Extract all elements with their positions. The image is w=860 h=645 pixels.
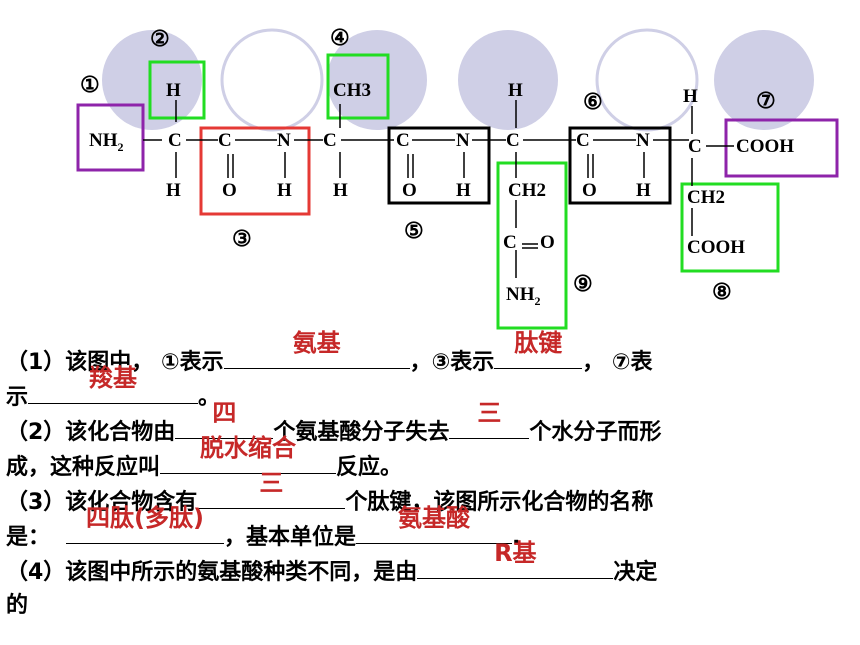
carboxyl-group-box (724, 118, 839, 178)
atom-h: H (683, 86, 698, 107)
atom-o: O (540, 232, 555, 253)
answer-blank: 三 (197, 469, 346, 509)
atom-c: C (218, 130, 232, 151)
answer-text: 氨基 (292, 329, 341, 357)
atom-c: C (396, 130, 410, 151)
label-5: ⑤ (404, 218, 424, 243)
label-1: ① (80, 72, 100, 97)
side-chain-ch2: CH2 (508, 180, 546, 201)
atom-h: H (166, 80, 181, 101)
question-2-line-2: 成，这种反应叫脱水缩合反应。 (6, 434, 403, 480)
label-7: ⑦ (756, 88, 776, 113)
atom-c: C (168, 130, 182, 151)
question-3-line-2: 是：四肽(多肽)，基本单位是氨基酸. (6, 504, 521, 550)
atom-c: C (503, 232, 517, 253)
atom-h: H (456, 180, 471, 201)
r-group-circle-4 (458, 30, 558, 130)
answer-blank: 四肽(多肽) (66, 504, 225, 544)
carboxyl-cooh: COOH (736, 136, 794, 157)
answer-blank: 羧基 (28, 364, 199, 404)
answer-text: 四肽(多肽) (86, 504, 204, 532)
atom-h: H (333, 180, 348, 201)
atom-c: C (323, 130, 337, 151)
label-2: ② (150, 26, 170, 51)
side-chain-cooh: COOH (687, 237, 745, 258)
label-4: ④ (330, 25, 350, 50)
r-group-box-3 (496, 161, 568, 330)
atom-h: H (636, 180, 651, 201)
answer-text: 氨基酸 (398, 504, 471, 532)
answer-blank: 氨基 (223, 329, 410, 369)
atom-c: C (576, 130, 590, 151)
answer-blank: 氨基酸 (356, 504, 513, 544)
answer-text: 四 (212, 399, 237, 427)
label-6: ⑥ (583, 89, 603, 114)
answer-blank: 四 (175, 399, 274, 439)
circled-number-labels: ① ② ③ ④ ⑤ ⑥ ⑦ ⑧ ⑨ (80, 25, 776, 304)
side-chain-nh2-text: NH2 (506, 284, 541, 308)
atom-o: O (402, 180, 417, 201)
atom-c: C (688, 136, 702, 157)
bond-lines (143, 100, 734, 278)
question-1-line-1: （1）该图中， ①表示氨基，③表示肽键， ⑦表 (6, 329, 653, 375)
side-chain-ch3: CH3 (333, 80, 371, 101)
atom-o: O (222, 180, 237, 201)
atom-n: N (636, 130, 650, 151)
answer-blank: 肽键 (494, 329, 583, 369)
answer-text: 三 (477, 399, 502, 427)
label-3: ③ (232, 226, 252, 251)
question-3-line-1: （3）该化合物含有三个肽键，该图所示化合物的名称 (6, 469, 654, 515)
side-chain-ch2: CH2 (687, 187, 725, 208)
answer-text: 肽键 (514, 329, 563, 357)
atom-h: H (166, 180, 181, 201)
answer-text: 三 (259, 469, 284, 497)
atom-labels: NH2 H C H C O N H CH3 C H C O N H H C CH… (89, 80, 794, 308)
r-group-circle-5 (595, 28, 699, 132)
atom-n: N (456, 130, 470, 151)
peptide-bond-box-3 (568, 126, 672, 205)
r-group-box-2 (326, 53, 390, 120)
polypeptide-structure-diagram: NH2 H C H C O N H CH3 C H C O N H H C CH… (76, 25, 839, 330)
peptide-bond-box-2 (387, 126, 491, 205)
question-1-line-2: 示羧基。 (6, 364, 221, 410)
amino-group-box (76, 103, 145, 172)
answer-blank: 脱水缩合 (160, 434, 337, 474)
r-group-box-1 (148, 60, 206, 120)
label-8: ⑧ (712, 279, 732, 304)
answer-text: 羧基 (89, 364, 138, 392)
r-group-box-4 (680, 182, 780, 273)
atom-c: C (506, 130, 520, 151)
atom-h: H (277, 180, 292, 201)
answer-text: 脱水缩合 (200, 434, 297, 462)
r-group-circle-6 (714, 30, 814, 130)
atom-h: H (508, 80, 523, 101)
question-4-line-2: 的 (6, 593, 29, 618)
r-group-circle-2 (220, 28, 324, 132)
amino-nh2-text: NH2 (89, 130, 124, 154)
answer-text: R基 (494, 539, 537, 567)
atom-o: O (582, 180, 597, 201)
answer-blank: R基 (417, 539, 614, 579)
question-2-line-1: （2）该化合物由四个氨基酸分子失去三个水分子而形 (6, 399, 662, 445)
label-9: ⑨ (573, 271, 593, 296)
peptide-bond-box-1 (199, 126, 311, 216)
atom-n: N (277, 130, 291, 151)
answer-blank: 三 (449, 399, 530, 439)
